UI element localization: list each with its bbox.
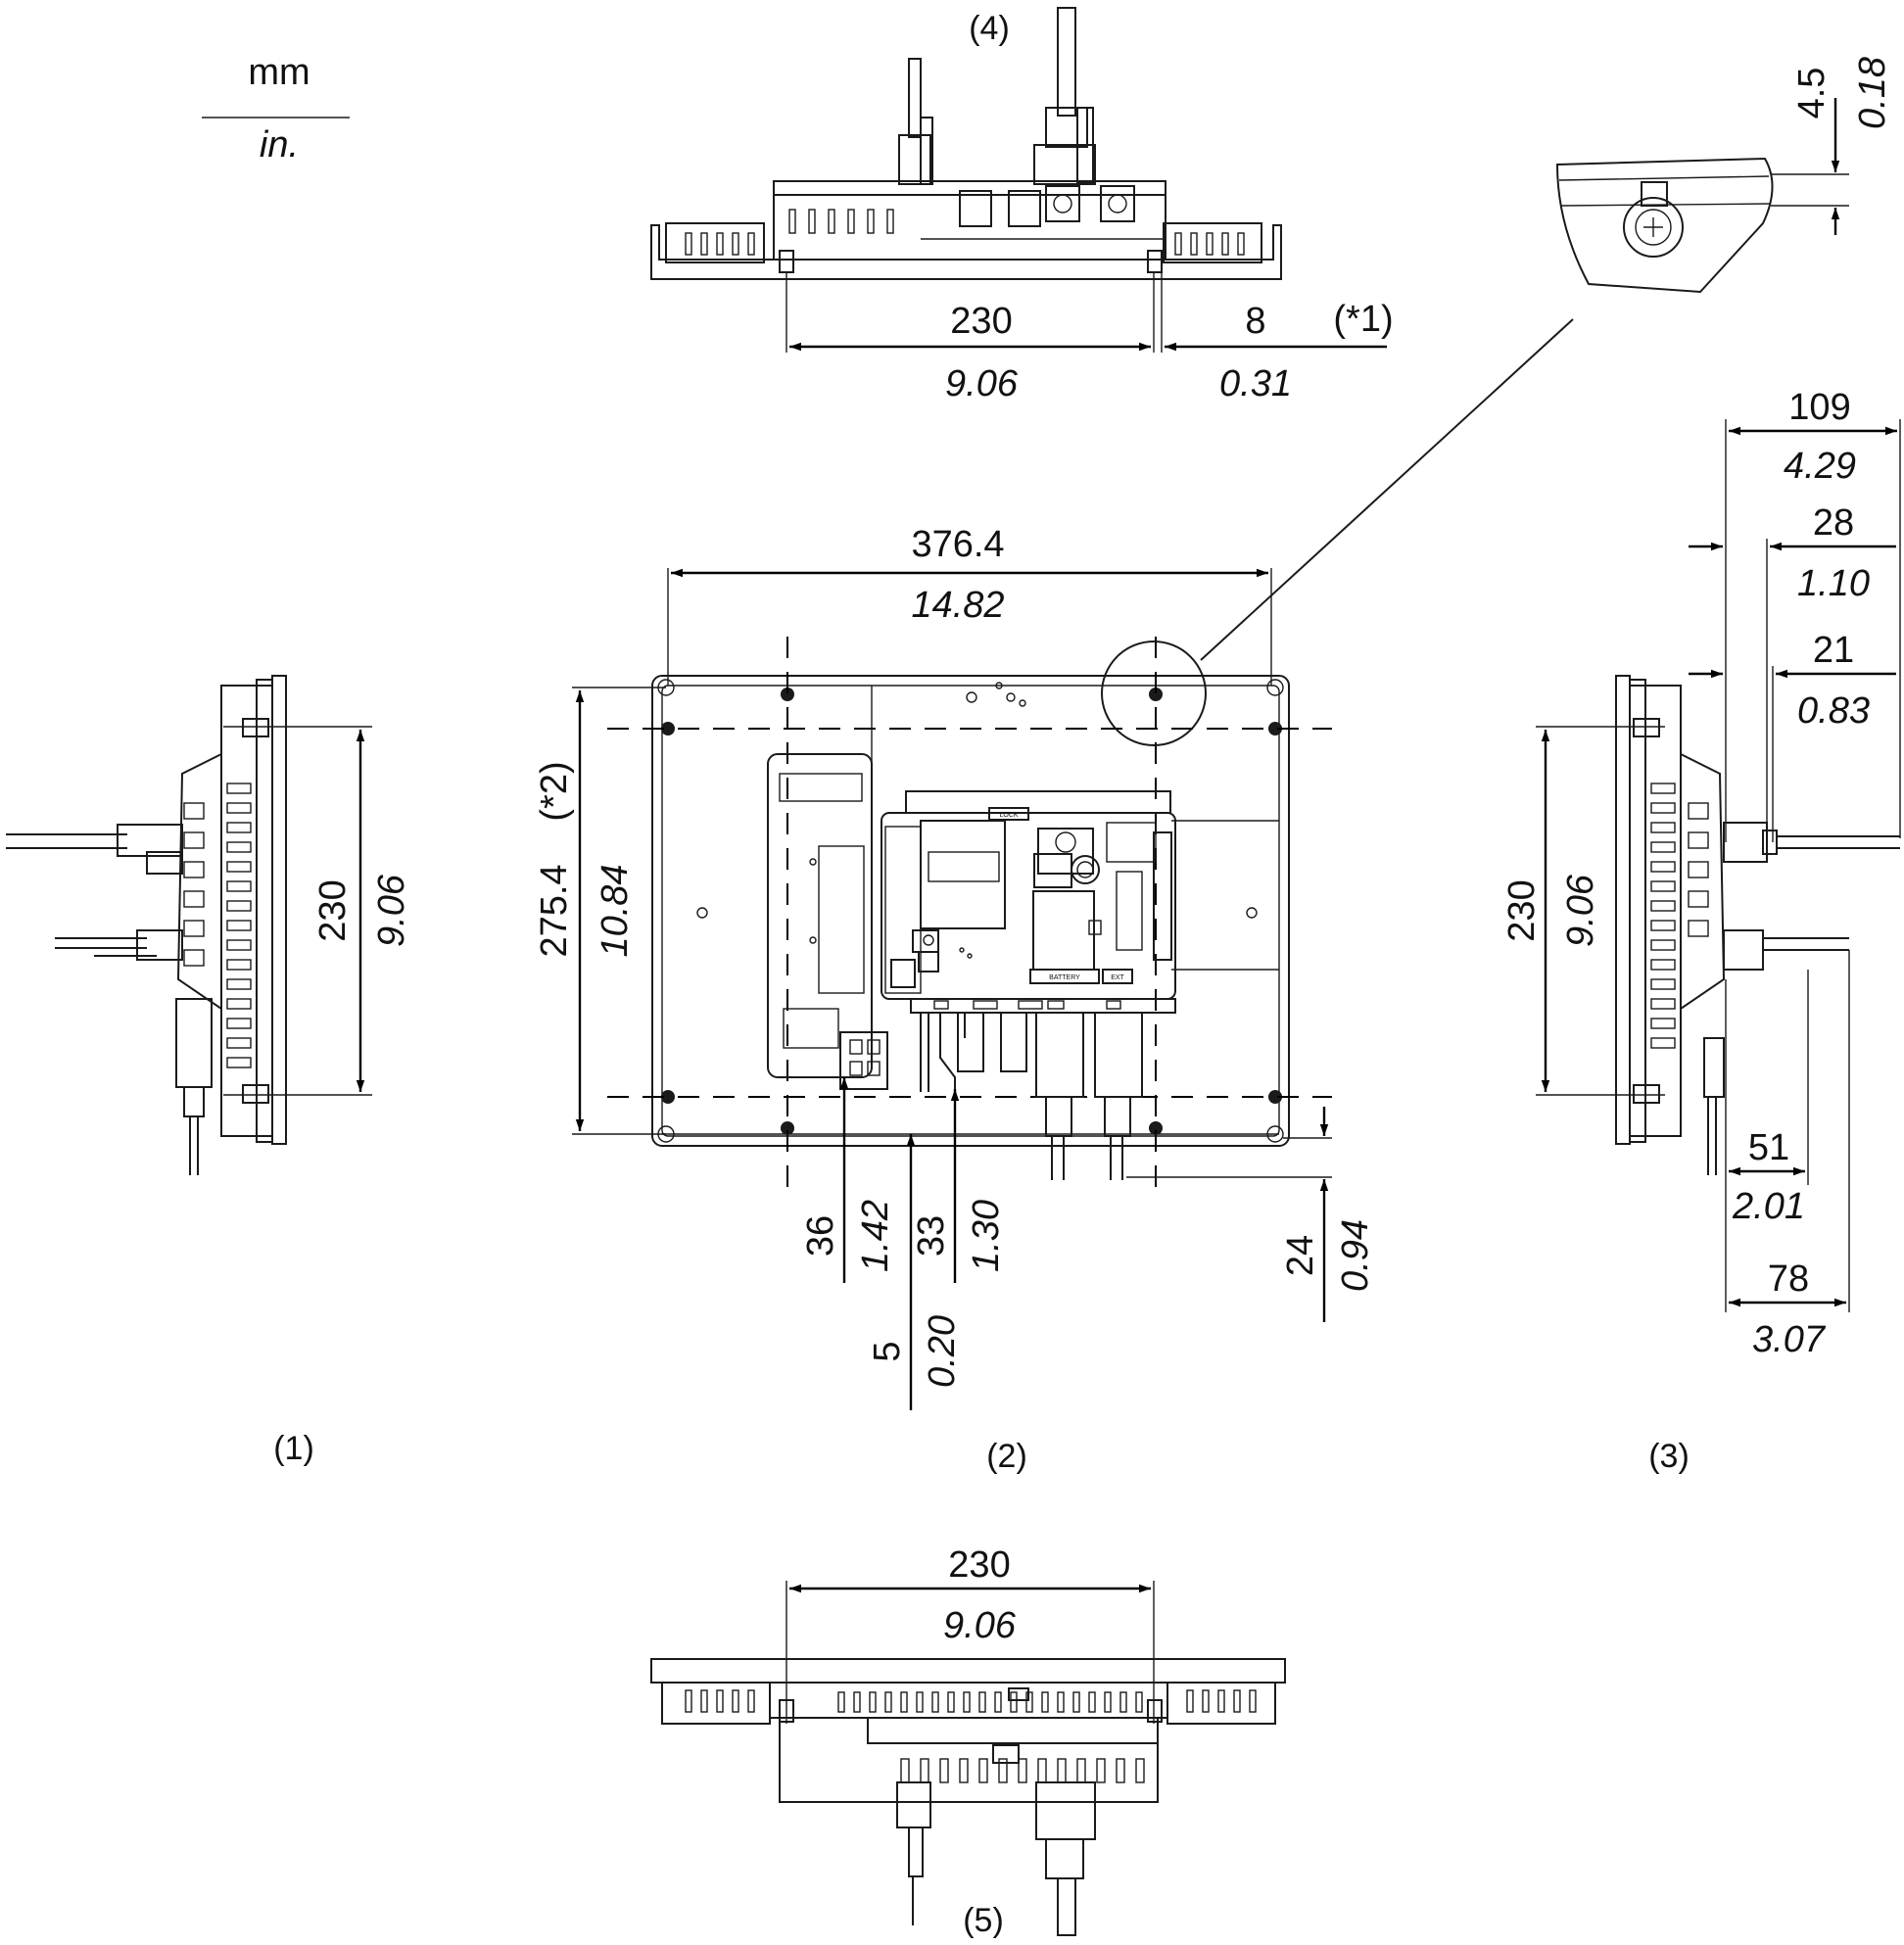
bottom-width-mm: 230 xyxy=(948,1544,1010,1586)
left-side-view: 230 9.06 (1) xyxy=(6,675,412,1467)
right-height-in: 9.06 xyxy=(1560,874,1601,947)
top-width-mm: 230 xyxy=(950,301,1012,342)
d36-in: 1.42 xyxy=(855,1200,896,1272)
d28-in: 1.10 xyxy=(1797,563,1870,604)
d109-mm: 109 xyxy=(1788,387,1850,428)
front-height-mm: 275.4 xyxy=(534,864,575,957)
d51-mm: 51 xyxy=(1748,1127,1789,1168)
view-label-2: (2) xyxy=(986,1438,1027,1475)
battery-label: BATTERY xyxy=(1049,974,1080,981)
bottom-view: 230 9.06 (5) xyxy=(650,1544,1286,1939)
d28-mm: 28 xyxy=(1813,502,1854,544)
view-label-1: (1) xyxy=(273,1430,314,1467)
front-height-in: 10.84 xyxy=(595,864,636,957)
top-width-in: 9.06 xyxy=(945,363,1019,404)
d33-in: 1.30 xyxy=(966,1200,1007,1272)
d21-in: 0.83 xyxy=(1797,690,1870,732)
d24-mm: 24 xyxy=(1280,1235,1321,1276)
unit-mm: mm xyxy=(248,52,309,93)
view-label-3: (3) xyxy=(1648,1438,1690,1475)
d78-in: 3.07 xyxy=(1752,1319,1827,1360)
top-offset-in: 0.31 xyxy=(1219,363,1292,404)
detail-depth-in: 0.18 xyxy=(1852,57,1893,129)
d33-mm: 33 xyxy=(911,1215,952,1257)
top-view: (4) 230 xyxy=(650,7,1394,404)
bottom-width-in: 9.06 xyxy=(943,1605,1017,1646)
lock-label: LOCK xyxy=(999,812,1018,819)
d78-mm: 78 xyxy=(1768,1258,1809,1300)
front-height-note: (*2) xyxy=(534,761,575,821)
front-width-in: 14.82 xyxy=(911,585,1004,626)
left-height-in: 9.06 xyxy=(371,874,412,947)
d24-in: 0.94 xyxy=(1335,1219,1376,1292)
d51-in: 2.01 xyxy=(1732,1186,1805,1227)
top-offset-mm: 8 xyxy=(1245,301,1265,342)
ext-label: EXT xyxy=(1111,974,1124,981)
view-label-5: (5) xyxy=(963,1902,1004,1939)
detail-depth-mm: 4.5 xyxy=(1791,68,1833,119)
rear-view: LOCK BATTERY EXT xyxy=(534,524,1376,1475)
left-height-mm: 230 xyxy=(312,879,354,941)
d36-mm: 36 xyxy=(800,1215,841,1257)
d109-in: 4.29 xyxy=(1784,446,1856,487)
unit-in: in. xyxy=(260,124,299,166)
right-side-view: 230 9.06 109 4.29 28 1.10 21 0.83 51 2.0… xyxy=(1501,387,1901,1475)
front-width-mm: 376.4 xyxy=(911,524,1004,565)
right-height-mm: 230 xyxy=(1501,879,1543,941)
d5-in: 0.20 xyxy=(922,1315,963,1388)
top-note: (*1) xyxy=(1333,299,1393,340)
d21-mm: 21 xyxy=(1813,630,1854,671)
view-label-4: (4) xyxy=(969,10,1010,47)
unit-legend: mm in. xyxy=(202,52,350,166)
clamp-detail: 4.5 0.18 xyxy=(1200,57,1893,661)
d5-mm: 5 xyxy=(867,1341,908,1361)
